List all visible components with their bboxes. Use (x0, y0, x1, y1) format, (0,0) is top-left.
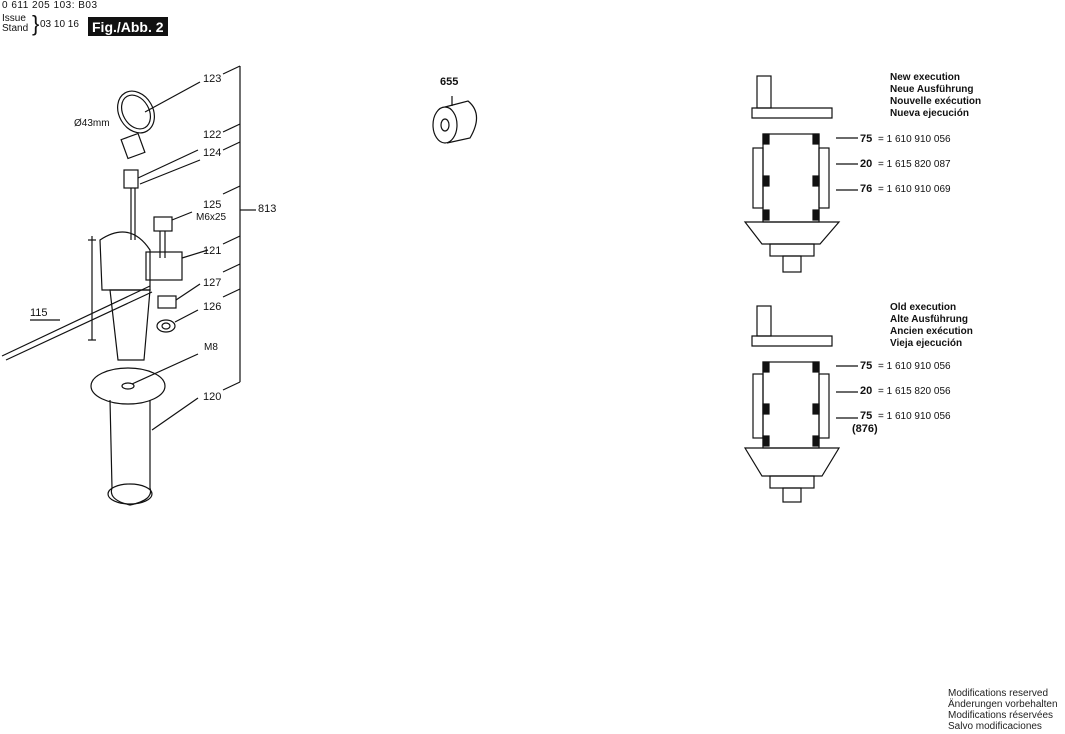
new-execution-heading: New execution Neue Ausführung Nouvelle e… (890, 72, 981, 120)
new-part-num-1: 75 (860, 133, 872, 145)
nut-and-washer (156, 283, 201, 333)
handle-clamp-body (88, 231, 209, 361)
old-execution-line-en: Old execution (890, 302, 957, 313)
callout-115: 115 (30, 307, 48, 319)
old-execution-line-fr: Ancien exécution (890, 326, 973, 337)
figure-badge: Fig./Abb. 2 (88, 17, 168, 36)
clamp-band (117, 81, 201, 160)
callout-d43: Ø43mm (74, 118, 110, 129)
new-execution-assembly (743, 75, 858, 273)
callout-124: 124 (203, 147, 221, 159)
bolt-m6 (153, 211, 193, 258)
old-part-code-3: = 1 610 910 056 (878, 411, 951, 422)
old-execution-line-es: Vieja ejecución (890, 338, 963, 349)
old-part-code-1: = 1 610 910 056 (878, 361, 951, 372)
sleeve-655 (432, 96, 478, 144)
brace-glyph: } (32, 11, 40, 36)
callout-813: 813 (258, 203, 276, 215)
issue-date: 03 10 16 (40, 19, 79, 30)
old-part-num-3: 75 (860, 410, 872, 422)
callout-125: 125 (203, 199, 221, 211)
depth-rod (1, 285, 153, 361)
modifications-notice: Modifications reserved Änderungen vorbeh… (948, 688, 1058, 732)
old-execution-line-de: Alte Ausführung (890, 314, 968, 325)
side-handle (90, 353, 199, 506)
new-part-code-1: = 1 610 910 056 (878, 134, 951, 145)
old-part-note: (876) (852, 423, 878, 435)
old-part-num-1: 75 (860, 360, 872, 372)
callout-123: 123 (203, 73, 221, 85)
footer-line-es: Salvo modificaciones (948, 721, 1042, 732)
footer-line-de: Änderungen vorbehalten (948, 699, 1058, 710)
issue-label: Issue (2, 13, 26, 24)
footer-line-en: Modifications reserved (948, 688, 1049, 699)
new-part-num-2: 20 (860, 158, 872, 170)
new-part-code-3: = 1 610 910 069 (878, 184, 951, 195)
callout-127: 127 (203, 277, 221, 289)
old-execution-heading: Old execution Alte Ausführung Ancien exé… (890, 302, 973, 350)
callout-122: 122 (203, 129, 221, 141)
assembly-bracket (222, 65, 256, 391)
new-execution-line-fr: Nouvelle exécution (890, 96, 982, 107)
old-execution-assembly (743, 305, 858, 503)
callout-m6x25: M6x25 (196, 212, 226, 223)
old-part-num-2: 20 (860, 385, 872, 397)
new-execution-line-es: Nueva ejecución (890, 108, 969, 119)
callout-m8: M8 (204, 342, 218, 353)
issue-stand-label: Issue Stand (2, 14, 28, 34)
callout-121: 121 (203, 245, 221, 257)
callout-655: 655 (440, 76, 458, 88)
footer-line-fr: Modifications réservées (948, 710, 1054, 721)
new-part-num-3: 76 (860, 183, 872, 195)
threaded-rod (123, 149, 201, 240)
old-part-code-2: = 1 615 820 056 (878, 386, 951, 397)
document-code: 0 611 205 103: B03 (2, 0, 98, 11)
new-part-code-2: = 1 615 820 087 (878, 159, 951, 170)
stand-label: Stand (2, 23, 29, 34)
new-execution-line-en: New execution (890, 72, 961, 83)
callout-126: 126 (203, 301, 221, 313)
old-execution-seals (762, 361, 820, 447)
new-execution-seals (762, 133, 820, 221)
callout-120: 120 (203, 391, 221, 403)
new-execution-line-de: Neue Ausführung (890, 84, 974, 95)
